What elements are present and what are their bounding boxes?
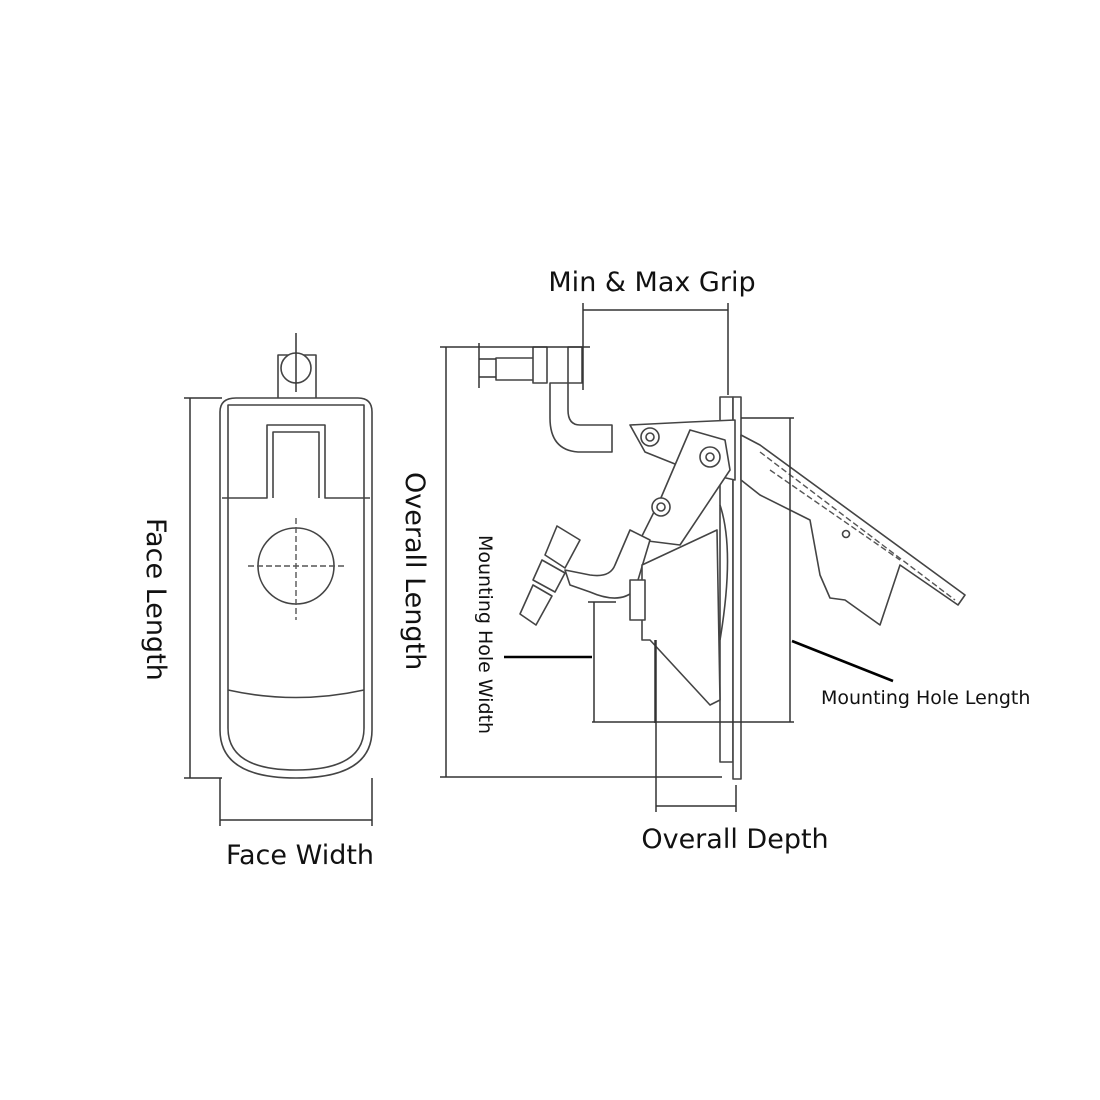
- min-max-grip-label: Min & Max Grip: [548, 267, 755, 298]
- face-dimensions: [184, 397, 373, 826]
- mounting-hole-length-label: Mounting Hole Length: [821, 687, 1030, 709]
- overall-depth-label: Overall Depth: [641, 824, 828, 855]
- lower-bolt: [544, 525, 581, 569]
- front-view: [219, 333, 373, 779]
- hook-arm: [549, 382, 613, 453]
- overall-length-label: Overall Length: [399, 472, 430, 670]
- mounting-hole-width-label: Mounting Hole Width: [474, 535, 496, 734]
- housing: [641, 529, 721, 706]
- face-plate: [219, 397, 373, 779]
- side-dimensions: [440, 303, 894, 812]
- mounting-hole-length-leader: [791, 639, 894, 683]
- face-length-label: Face Length: [140, 518, 171, 681]
- side-view: [478, 343, 966, 780]
- face-width-label: Face Width: [226, 840, 374, 871]
- handle: [740, 434, 966, 626]
- slot: [222, 424, 370, 499]
- top-bolt: [495, 357, 535, 381]
